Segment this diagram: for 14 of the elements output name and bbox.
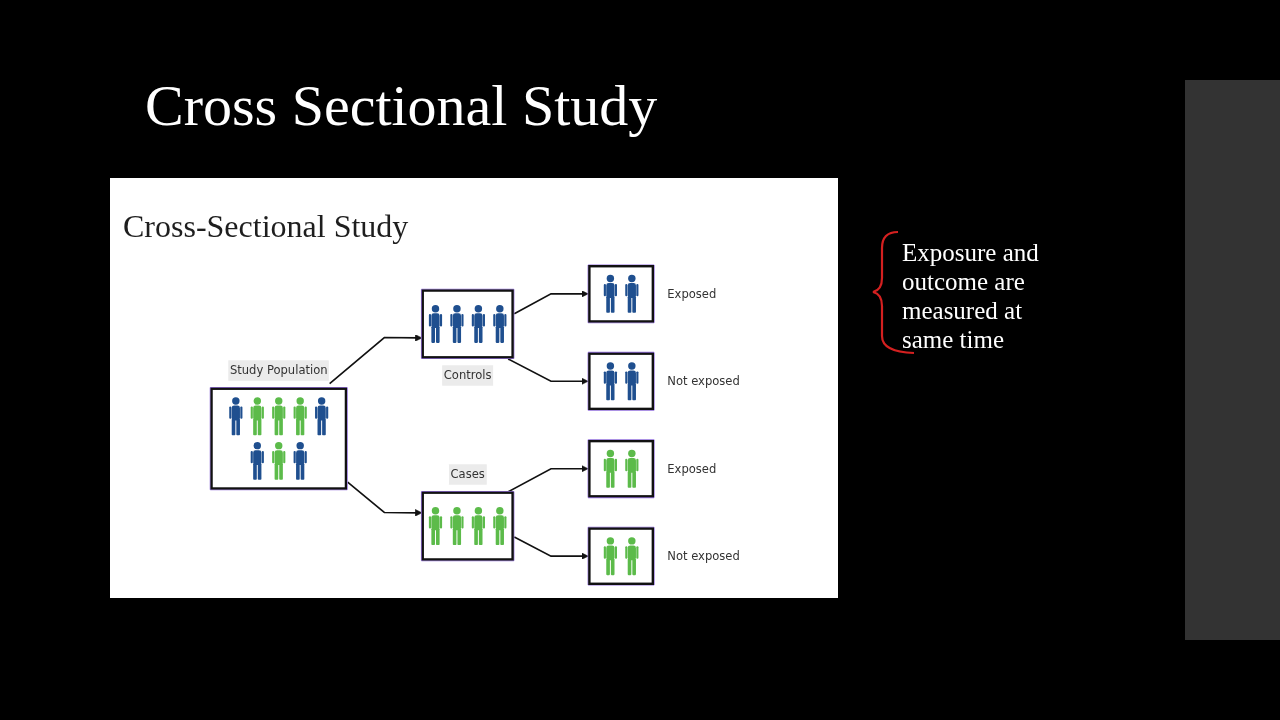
- figure-panel: Cross-Sectional Study Study Population Controls Cases Exposed Not exposed Exposed Not exposed: [110, 178, 838, 598]
- arrow: [513, 536, 589, 560]
- box-caption: Exposed: [667, 461, 717, 476]
- box-caption: Not exposed: [667, 374, 740, 389]
- arrow: [507, 465, 589, 493]
- diagram-heading: Cross-Sectional Study: [123, 208, 409, 245]
- arrow: [507, 358, 589, 385]
- box-caption: Exposed: [667, 286, 717, 301]
- note-text: Exposure and outcome are measured at same time: [902, 238, 1040, 354]
- arrow: [513, 290, 589, 315]
- arrow: [346, 481, 423, 517]
- box-caption: Not exposed: [667, 549, 740, 564]
- slide-title: Cross Sectional Study: [145, 72, 658, 139]
- arrow: [328, 334, 423, 385]
